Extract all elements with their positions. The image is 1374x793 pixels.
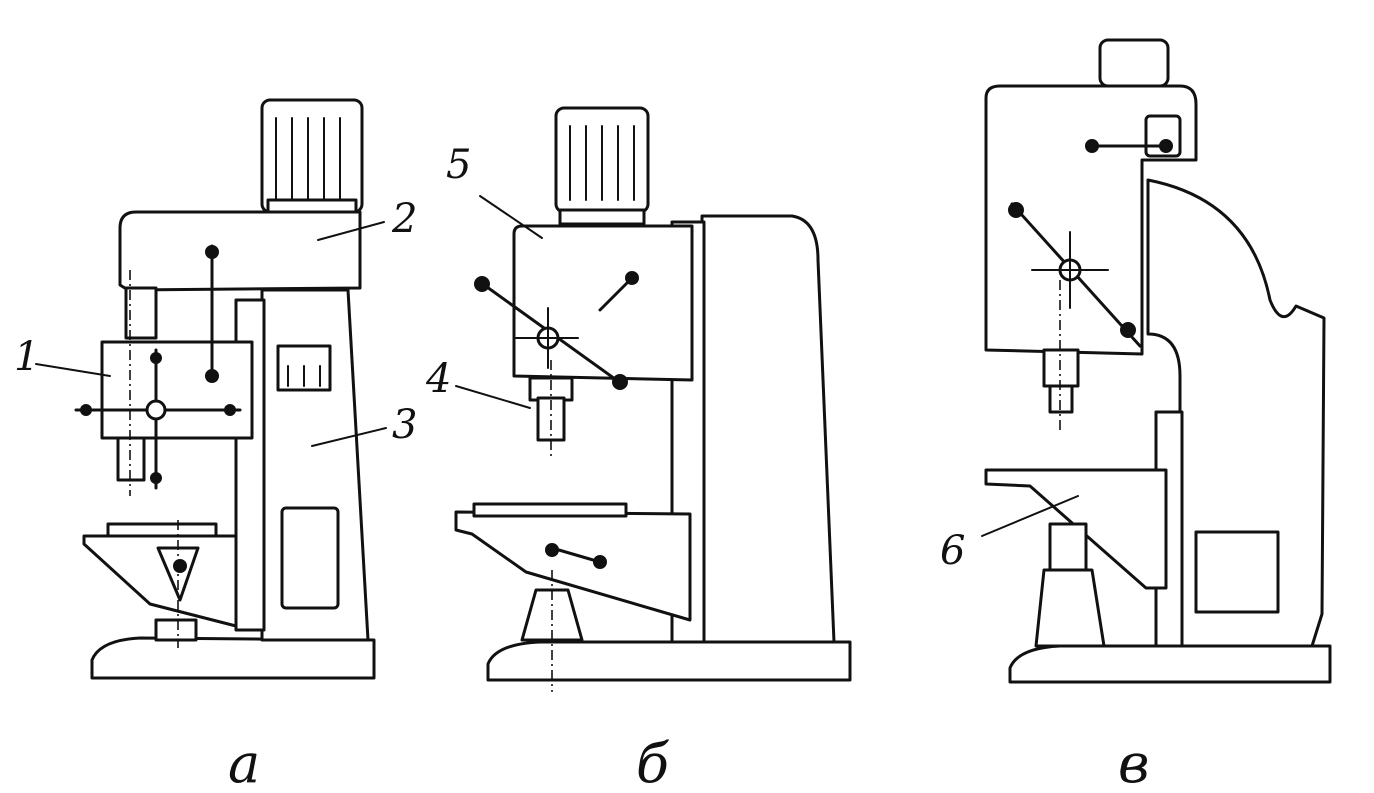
leader-1 bbox=[35, 363, 111, 377]
callout-2: 2 bbox=[391, 196, 417, 242]
callout-5: 5 bbox=[446, 142, 471, 188]
callout-6: 6 bbox=[940, 528, 965, 574]
machine-v-frame bbox=[1146, 178, 1326, 648]
machine-v-pedestal bbox=[1034, 568, 1106, 648]
machine-v-head bbox=[984, 84, 1198, 356]
leader-lines bbox=[35, 195, 1079, 537]
machine-b-speed-lever bbox=[598, 276, 634, 312]
machine-b-head bbox=[512, 224, 694, 382]
machine-a-lower-spindle bbox=[116, 436, 146, 482]
caption-b: б bbox=[636, 732, 670, 793]
callout-4: 4 bbox=[425, 356, 451, 402]
machine-a-door bbox=[280, 506, 340, 610]
leader-3 bbox=[311, 427, 387, 447]
leader-5 bbox=[479, 195, 543, 239]
machine-a-motor bbox=[260, 98, 364, 214]
machine-a-upper-spindle bbox=[124, 286, 158, 340]
callout-3: 3 bbox=[392, 402, 417, 448]
machine-v-base bbox=[1008, 644, 1332, 684]
machine-a-turret bbox=[100, 340, 254, 440]
machine-b-table bbox=[454, 510, 692, 622]
leader-2 bbox=[317, 221, 385, 241]
machine-v-door bbox=[1194, 530, 1280, 614]
machine-v-table bbox=[984, 468, 1168, 590]
machine-v bbox=[984, 38, 1332, 684]
machine-b bbox=[454, 106, 852, 692]
machine-b-motor bbox=[554, 106, 650, 226]
machine-a bbox=[74, 98, 376, 680]
machine-v-spindle bbox=[1048, 384, 1074, 414]
callout-1: 1 bbox=[14, 334, 39, 380]
leader-6 bbox=[981, 495, 1079, 537]
machine-v-top-cap bbox=[1098, 38, 1170, 88]
machine-v-spindle-collar bbox=[1042, 348, 1080, 388]
machine-b-column bbox=[700, 214, 836, 644]
machine-a-base bbox=[90, 636, 376, 680]
machine-b-table-lever bbox=[550, 546, 602, 564]
caption-v: в bbox=[1118, 732, 1149, 793]
machine-b-base bbox=[486, 640, 852, 682]
caption-a: а bbox=[228, 732, 260, 793]
leader-4 bbox=[455, 385, 531, 409]
machine-a-upper-head bbox=[118, 210, 362, 292]
